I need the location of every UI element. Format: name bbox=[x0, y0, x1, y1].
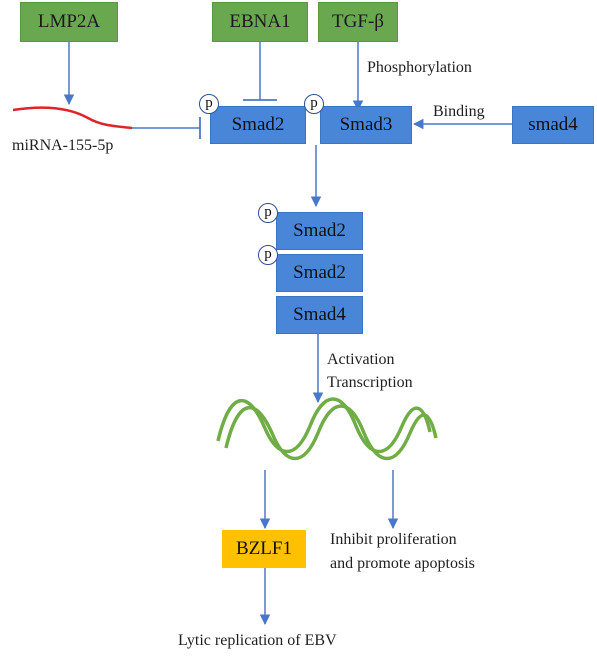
bzlf1-box: BZLF1 bbox=[222, 530, 306, 568]
mirna-label: miRNA-155-5p bbox=[12, 137, 114, 154]
complex-smad2-b-box: Smad2 bbox=[276, 254, 363, 292]
inhibit-proliferation-label: Inhibit proliferation bbox=[330, 531, 457, 548]
lytic-replication-label: Lytic replication of EBV bbox=[178, 632, 337, 649]
binding-label: Binding bbox=[433, 103, 485, 120]
dna-strand-2 bbox=[224, 404, 438, 461]
mirna-strand bbox=[12, 106, 133, 130]
ebna1-box: EBNA1 bbox=[212, 2, 308, 42]
transcription-label: Transcription bbox=[327, 374, 413, 391]
complex-smad4-box: Smad4 bbox=[276, 296, 363, 334]
phosphorylation-label: Phosphorylation bbox=[367, 59, 472, 76]
smad3-box: Smad3 bbox=[320, 106, 412, 144]
complex-smad2-a-box: Smad2 bbox=[276, 212, 363, 250]
smad4-box: smad4 bbox=[512, 106, 594, 144]
smad2-box: Smad2 bbox=[210, 106, 306, 144]
phospho-marker-complex-b: p bbox=[258, 245, 278, 265]
lmp2a-box: LMP2A bbox=[20, 2, 118, 42]
promote-apoptosis-label: and promote apoptosis bbox=[330, 555, 475, 572]
dna-helix bbox=[216, 397, 438, 461]
phospho-marker-smad2: p bbox=[199, 94, 219, 114]
activation-label: Activation bbox=[327, 351, 395, 368]
tgf-beta-box: TGF-β bbox=[318, 2, 398, 42]
phospho-marker-smad3: p bbox=[304, 94, 324, 114]
phospho-marker-complex-a: p bbox=[258, 203, 278, 223]
